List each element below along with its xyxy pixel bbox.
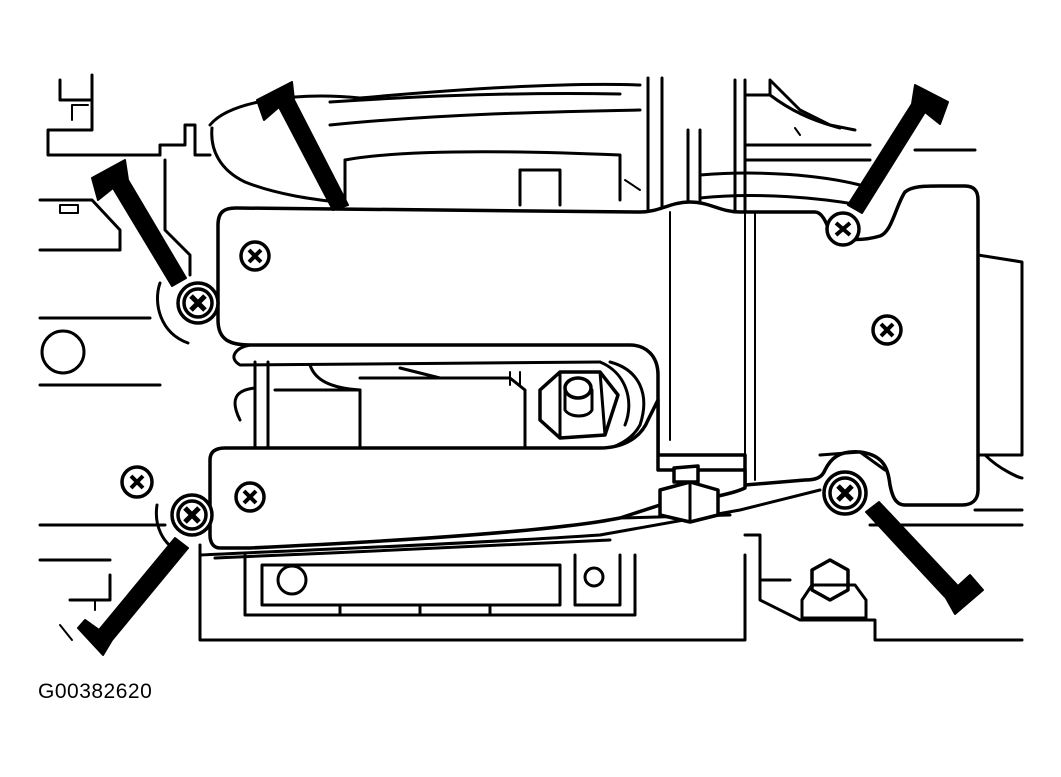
middle-mechanism <box>233 360 646 457</box>
pointer-arrow-icon <box>77 537 189 656</box>
phillips-screw-icon <box>120 465 154 499</box>
pointer-arrow-icon <box>256 81 349 211</box>
mounting-bracket <box>198 184 980 560</box>
pointer-arrow-icon <box>847 84 949 214</box>
phillips-screw-icon <box>234 481 266 513</box>
callout-arrows <box>77 81 984 656</box>
phillips-screw-icon <box>871 314 903 346</box>
phillips-screws <box>120 211 903 555</box>
background-engine-parts <box>38 73 1024 641</box>
phillips-screw-icon <box>239 240 271 272</box>
figure-id-label: G00382620 <box>38 680 153 703</box>
phillips-screw-icon <box>154 493 214 555</box>
phillips-screw-icon <box>822 470 868 516</box>
phillips-screw-icon <box>825 211 861 247</box>
pointer-arrow-icon <box>865 501 984 615</box>
phillips-screw-icon <box>156 281 220 345</box>
lower-housing <box>198 523 1024 642</box>
pointer-arrow-icon <box>91 159 187 287</box>
